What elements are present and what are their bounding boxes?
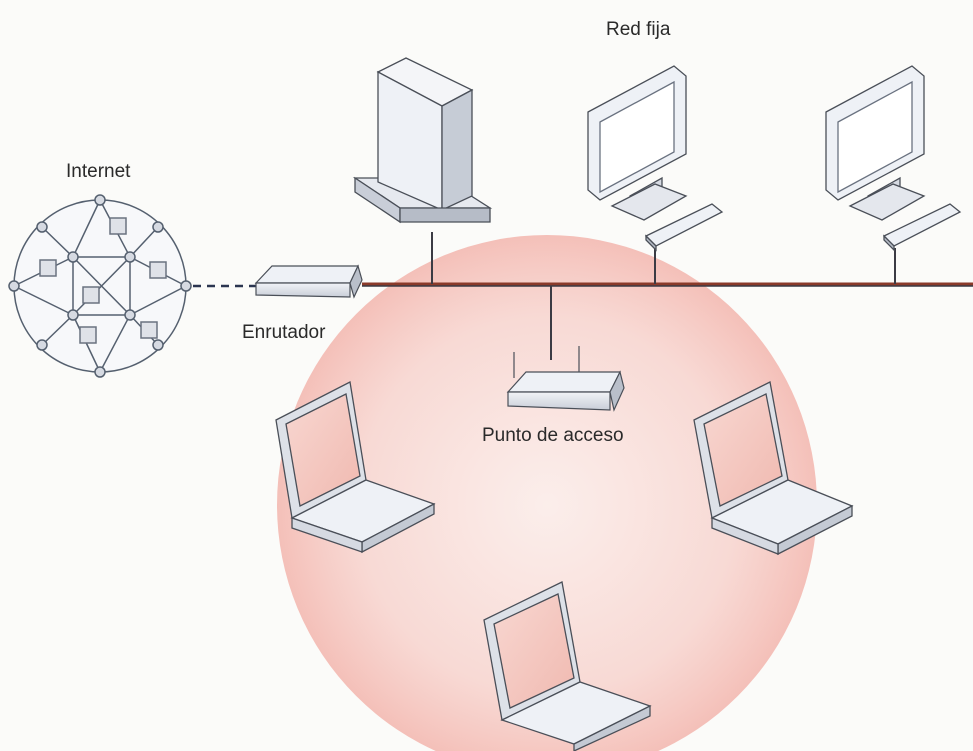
desktop-icon [825, 65, 962, 252]
desktop-icon [587, 65, 724, 252]
router-label: Enrutador [242, 322, 326, 343]
lan-backbone [362, 232, 973, 360]
laptop-icon [275, 381, 436, 554]
laptop-icon [693, 381, 854, 556]
wireless-coverage-zone [277, 235, 817, 751]
fixed-network-label: Red fija [606, 19, 671, 40]
internet-globe-icon [8, 194, 192, 378]
server-icon [352, 57, 493, 224]
internet-label: Internet [66, 161, 131, 182]
laptop-icon [483, 581, 652, 751]
access-point-icon [506, 346, 625, 412]
router-icon [254, 264, 363, 299]
access-point-label: Punto de acceso [482, 425, 624, 446]
